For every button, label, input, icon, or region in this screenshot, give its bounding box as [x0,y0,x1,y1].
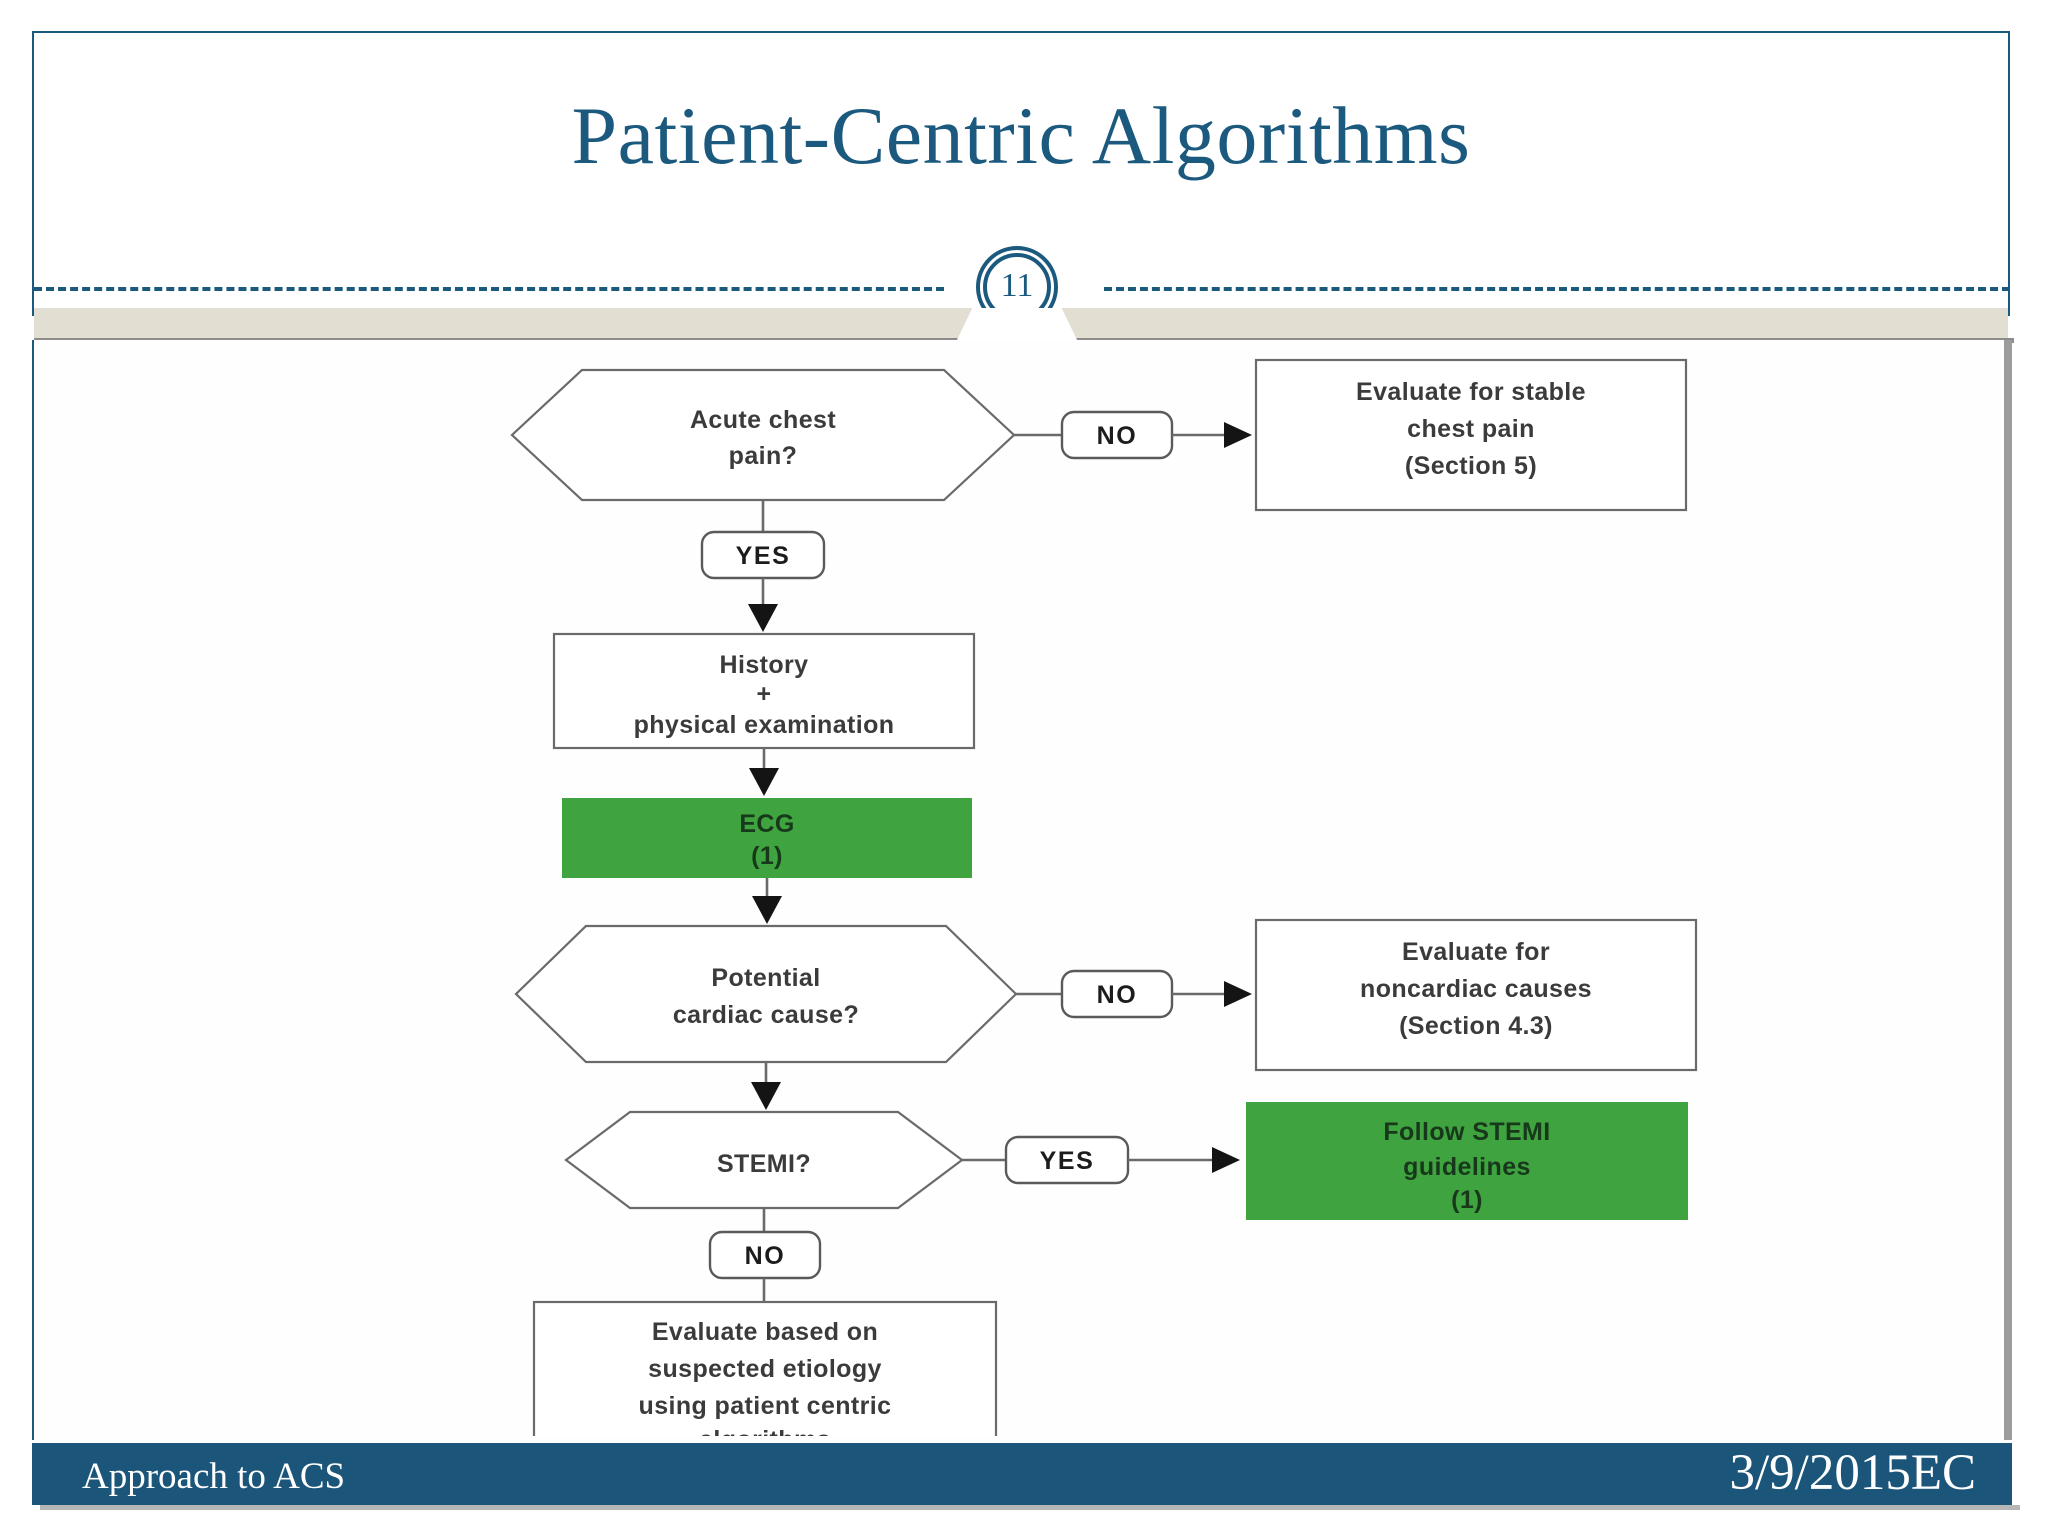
node-label-line2: (1) [751,842,783,870]
edge-potential-cardiac-no: NO [1016,969,1252,1019]
node-label-line1: Acute chest [690,406,836,434]
node-label-line2: cardiac cause? [673,1001,859,1029]
edge-ecg-to-potential-cardiac [752,878,782,924]
edge-label-no: NO [1097,422,1138,450]
node-label-line3: physical examination [634,711,895,739]
footer-shadow [40,1505,2020,1510]
node-label-line1: Evaluate for [1402,938,1550,966]
slide-footer-bar [32,1443,2012,1505]
header-band-notch [955,308,1079,344]
edge-label-yes: YES [1040,1147,1095,1175]
node-history-physical-exam: History + physical examination [552,632,976,750]
node-label-line3: (Section 5) [1405,452,1537,480]
edge-label-no: NO [1097,981,1138,1009]
edge-acute-chest-pain-yes: YES [700,500,826,632]
node-label-line2: noncardiac causes [1360,975,1592,1003]
node-label-line2: + [757,680,772,708]
node-stable-chest-pain: Evaluate for stable chest pain (Section … [1254,358,1688,512]
node-evaluate-etiology: Evaluate based on suspected etiology usi… [532,1300,998,1436]
edge-acute-chest-pain-no: NO [1014,410,1252,460]
node-noncardiac-causes: Evaluate for noncardiac causes (Section … [1254,918,1698,1072]
edge-history-to-ecg [749,748,779,796]
node-acute-chest-pain: Acute chest pain? [510,368,1016,502]
edge-potential-cardiac-to-stemi [751,1062,781,1110]
node-ecg: ECG (1) [562,798,972,878]
node-label-line1: Evaluate based on [652,1318,878,1346]
node-label-line1: Follow STEMI [1383,1118,1550,1146]
flowchart-image-area: Acute chest pain? NO Evaluate for stable… [32,340,2012,1440]
node-label-line1: Evaluate for stable [1356,378,1586,406]
node-label-line3: using patient centric [639,1392,892,1420]
header-divider-right [1104,287,2010,291]
page-number-label: 11 [1000,267,1034,304]
node-potential-cardiac-cause: Potential cardiac cause? [514,924,1018,1064]
footer-date-label: 3/9/2015EC [1729,1445,1976,1501]
edge-stemi-no: NO [708,1208,822,1302]
node-label-line2: guidelines [1403,1153,1531,1181]
flowchart-diagram: Acute chest pain? NO Evaluate for stable… [510,358,1698,1436]
footer-subject-label: Approach to ACS [82,1456,346,1497]
edge-label-no: NO [745,1242,786,1270]
node-follow-stemi-guidelines: Follow STEMI guidelines (1) [1246,1102,1688,1220]
node-label-line1: STEMI? [717,1150,811,1178]
node-stemi: STEMI? [564,1110,964,1210]
node-label-line3: (1) [1451,1186,1483,1214]
node-label-line2: pain? [729,442,798,470]
page-title: Patient-Centric Algorithms [571,90,1471,181]
node-label-line1: History [720,651,809,679]
node-label-line2: chest pain [1407,415,1535,443]
node-label-line1: Potential [711,964,820,992]
edge-label-yes: YES [736,542,791,570]
page-number-badge: 11 [976,246,1058,328]
edge-stemi-yes: YES [962,1135,1240,1185]
node-label-line1: ECG [739,810,794,838]
node-label-line2: suspected etiology [648,1355,882,1383]
node-label-line4: algorithms [699,1426,831,1436]
header-divider-left [34,287,944,291]
node-label-line3: (Section 4.3) [1399,1012,1553,1040]
